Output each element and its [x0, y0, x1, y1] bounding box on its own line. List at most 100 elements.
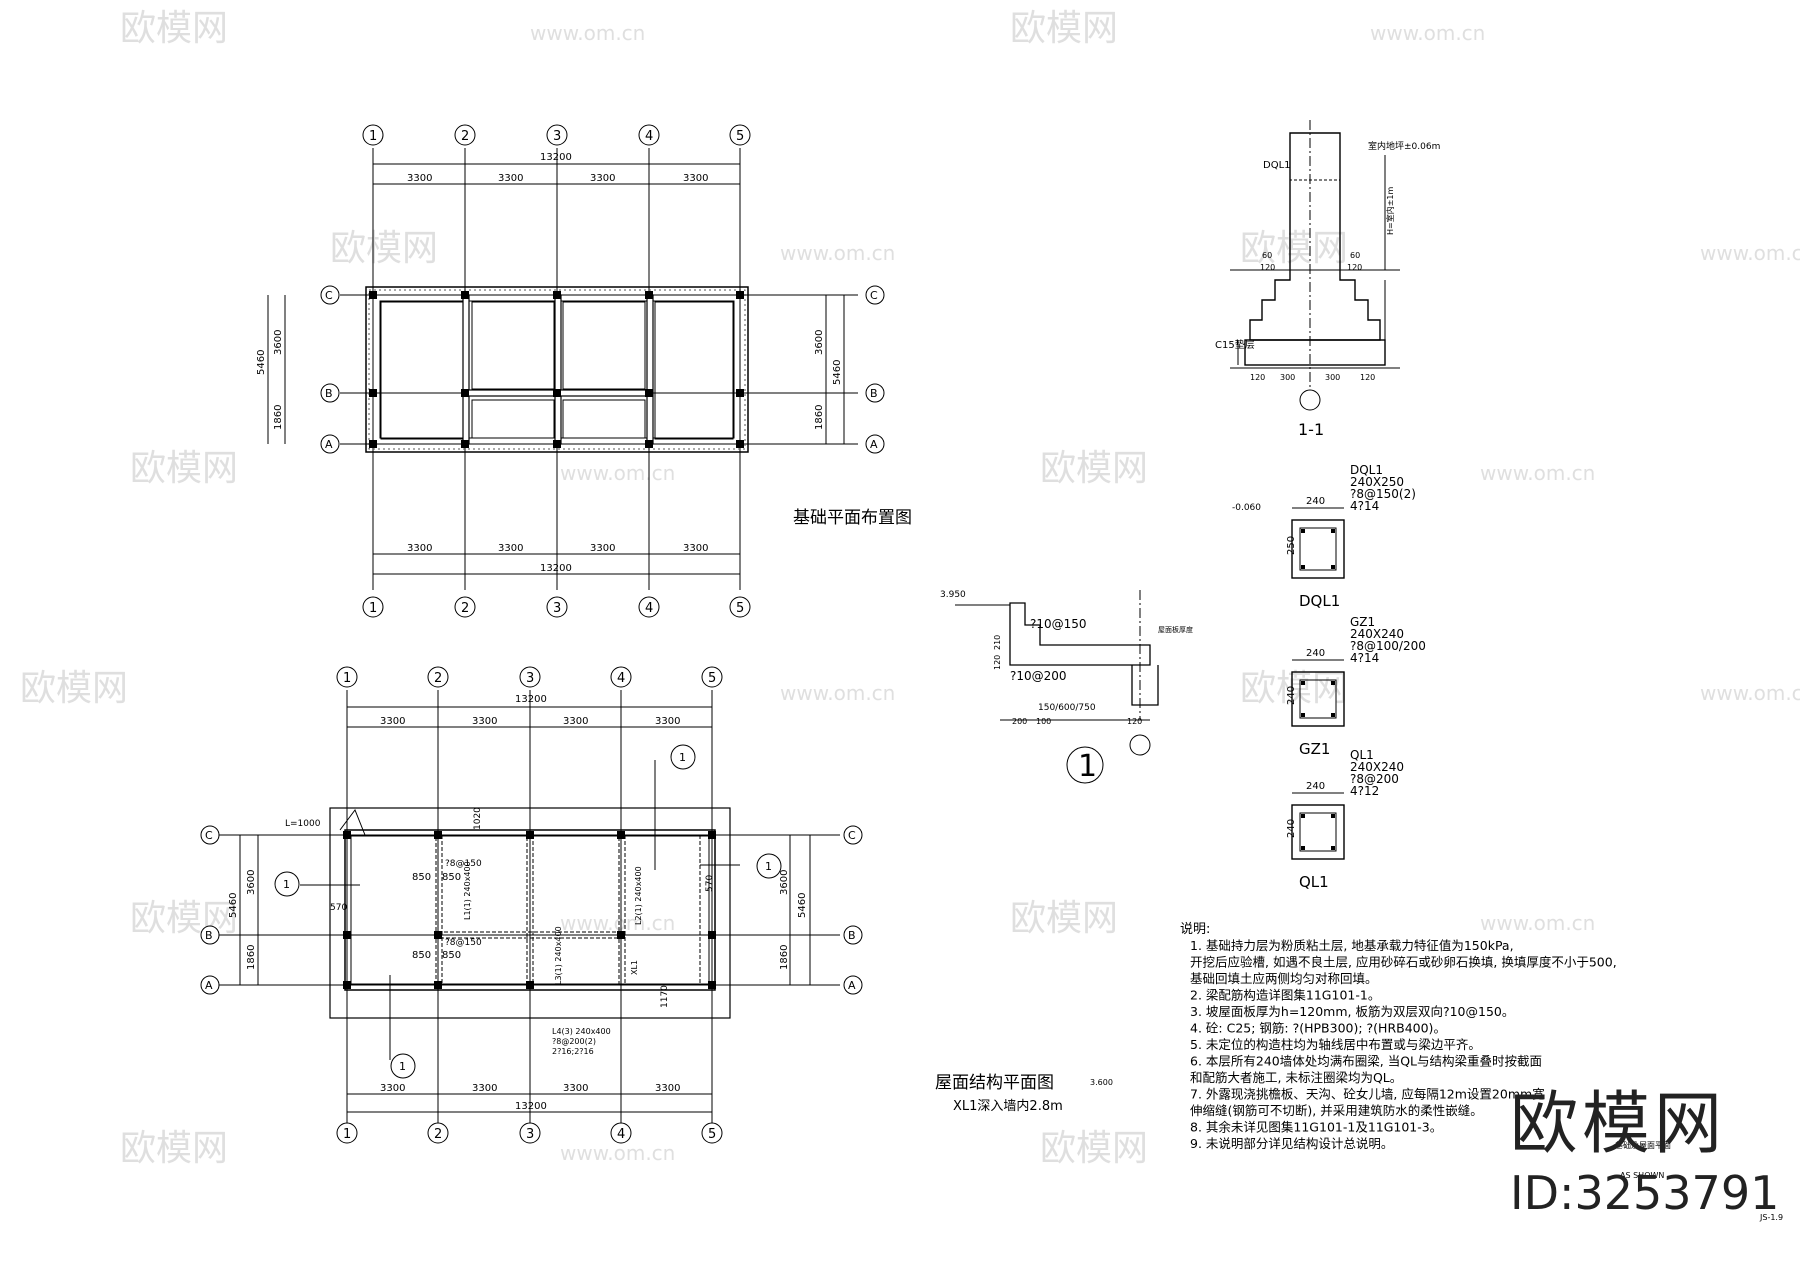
dim-300: 300 — [1325, 373, 1340, 382]
detail-rebar-a: ?10@150 — [1030, 617, 1087, 631]
grid-label: A — [205, 979, 213, 992]
beam-l3-label: L3(1) 240x400 — [554, 926, 563, 985]
brand-stamp: 欧模网 ID:3253791 — [1510, 1085, 1780, 1221]
c15-label: C15垫层 — [1215, 338, 1255, 351]
watermark-url: www.om.cn — [1480, 461, 1595, 485]
watermark-brand: 欧模网 — [1010, 898, 1118, 939]
note-line: 4. 砼: C25; 钢筋: ?(HPB300); ?(HRB400)。 — [1190, 1021, 1446, 1036]
grid-bubble — [843, 925, 863, 945]
watermark-layer: 欧模网 www.om.cn 欧模网 www.om.cn 欧模网 www.om.cn 欧模网 w… — [20, 8, 1800, 1169]
watermark-brand: 欧模网 — [1040, 448, 1148, 489]
column-sections — [1291, 507, 1345, 860]
grid-label: A — [325, 438, 333, 451]
dim-bay-top: 3300 — [380, 716, 405, 727]
watermark-brand: 欧模网 — [1010, 8, 1118, 49]
dim-570: 570 — [330, 903, 347, 913]
dim-depth-right: 5460 — [797, 893, 808, 918]
grid-label: 2 — [434, 671, 442, 686]
grid-bubble — [729, 596, 751, 618]
section-marker — [756, 853, 782, 879]
section-size: 240X240 — [1350, 627, 1404, 641]
detail-dim-120: 120 — [1127, 717, 1142, 726]
dim-depth2-left: 1860 — [246, 945, 257, 970]
section-title: DQL1 — [1299, 592, 1340, 610]
foundation-plan-title: 基础平面布置图 — [793, 508, 912, 528]
beam-xl1-label: XL1 — [630, 960, 639, 975]
dim-bay-top: 3300 — [563, 716, 588, 727]
section-bars: 4?14 — [1350, 651, 1379, 665]
rebar-dot — [1301, 681, 1305, 685]
grid-label: C — [848, 829, 856, 842]
grid-bubble — [729, 124, 751, 146]
dim-total-bottom: 13200 — [515, 1101, 547, 1112]
section-stirrup: ?8@150(2) — [1350, 487, 1416, 501]
grid-label: C — [325, 289, 333, 302]
section-pointer-name: DQL1 — [1350, 463, 1383, 477]
grid-label: 5 — [708, 671, 716, 686]
dim-bay-bottom: 3300 — [563, 1083, 588, 1094]
grid-bubble — [362, 124, 384, 146]
section-bars: 4?12 — [1350, 784, 1379, 798]
section-outline — [1291, 671, 1345, 727]
dim-bay-top: 3300 — [407, 173, 432, 184]
dim-bay-top: 3300 — [655, 716, 680, 727]
dim-depth-right: 5460 — [832, 360, 843, 385]
section-marker-label: 1 — [679, 751, 686, 764]
note-line: 和配筋大者施工, 未标注圈梁均为QL。 — [1190, 1070, 1402, 1085]
grid-bubble — [843, 825, 863, 845]
grid-bubble — [701, 666, 723, 688]
beam-l2-label: L2(1) 240x400 — [634, 866, 643, 925]
floor-level-label: 室内地坪±0.06m — [1368, 140, 1440, 152]
watermark-url: www.om.cn — [1700, 241, 1800, 265]
grid-label: B — [325, 387, 333, 400]
dim-850: 850 — [442, 872, 461, 883]
grid-bubble — [546, 124, 568, 146]
section-pointer-name: GZ1 — [1350, 615, 1375, 629]
dim-bay-top: 3300 — [590, 173, 615, 184]
watermark-url: www.om.cn — [560, 461, 675, 485]
watermark-url: www.om.cn — [1370, 21, 1485, 45]
rebar-dot — [1331, 713, 1335, 717]
roof-plan — [218, 690, 840, 1125]
dim-1170: 1170 — [660, 985, 670, 1008]
rebar-dot — [1331, 529, 1335, 533]
watermark-brand: 欧模网 — [20, 668, 128, 709]
column-sections-labels: 240250DQL1240X250?8@150(2)4?14DQL1240240… — [1232, 463, 1426, 891]
section-1-1-title: 1-1 — [1298, 420, 1324, 439]
grid-bubble — [454, 596, 476, 618]
watermark-brand: 欧模网 — [1240, 228, 1348, 269]
grid-label: 4 — [645, 129, 653, 144]
section-outline — [1291, 804, 1345, 860]
grid-bubble — [638, 596, 660, 618]
dim-60: 60 — [1350, 251, 1360, 260]
section-height-dim: 240 — [1286, 819, 1297, 838]
section-marker-label: 1 — [399, 1060, 406, 1073]
roof-plan-title: 屋面结构平面图 — [935, 1073, 1054, 1093]
dql1-pointer-label: DQL1 — [1263, 160, 1291, 171]
grid-bubble — [865, 434, 885, 454]
grid-label: 3 — [526, 1127, 534, 1142]
grid-label: C — [870, 289, 878, 302]
grid-label: 3 — [553, 129, 561, 144]
section-width-dim: 240 — [1306, 648, 1325, 659]
dim-bay-bottom: 3300 — [498, 543, 523, 554]
section-marker — [670, 744, 696, 770]
dim-depth1-right: 3600 — [779, 870, 790, 895]
dim-bay-bottom: 3300 — [590, 543, 615, 554]
grid-bubble — [701, 1122, 723, 1144]
grid-label: C — [205, 829, 213, 842]
watermark-brand: 欧模网 — [120, 1128, 228, 1169]
section-marker — [274, 871, 300, 897]
grid-bubble — [519, 1122, 541, 1144]
dim-total-bottom: 13200 — [540, 563, 572, 574]
dim-570: 570 — [705, 875, 715, 892]
dim-depth1-left: 3600 — [273, 330, 284, 355]
grid-bubble — [519, 666, 541, 688]
dim-total-top: 13200 — [540, 152, 572, 163]
rebar-note: ?8@150 — [445, 938, 482, 948]
drawing-number: JS-1.9 — [1759, 1213, 1783, 1222]
note-line: 8. 其余未详见图集11G101-1及11G101-3。 — [1190, 1120, 1442, 1135]
section-pointer-name: QL1 — [1350, 748, 1374, 762]
beam-l1-label: L1(1) 240x400 — [463, 861, 472, 920]
